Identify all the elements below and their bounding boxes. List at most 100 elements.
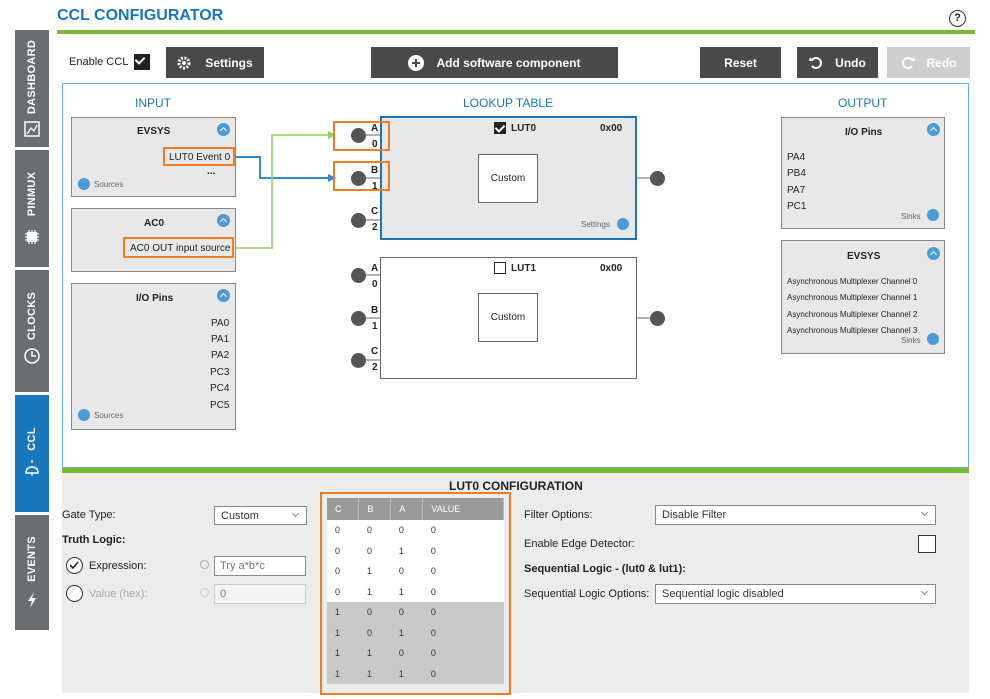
output-port[interactable]: [650, 171, 665, 186]
reset-button[interactable]: Reset: [700, 47, 781, 78]
channel-item[interactable]: Asynchronous Multiplexer Channel 2: [787, 310, 918, 319]
input-port-c[interactable]: [351, 213, 366, 228]
pin-item[interactable]: PC3: [210, 367, 230, 378]
sidebar-item-dashboard[interactable]: DASHBOARD: [15, 30, 49, 150]
collapse-icon[interactable]: [217, 123, 230, 136]
pin-item[interactable]: PA4: [787, 152, 806, 163]
expression-radio[interactable]: [66, 557, 83, 574]
help-icon[interactable]: ?: [949, 10, 966, 27]
info-icon[interactable]: [200, 588, 209, 597]
port-index: 1: [372, 321, 378, 332]
filter-options-select[interactable]: Disable Filter: [655, 505, 936, 525]
edge-detector-checkbox[interactable]: [918, 535, 936, 553]
port-index: 0: [372, 139, 378, 150]
collapse-icon[interactable]: [927, 247, 940, 260]
gear-icon[interactable]: [927, 333, 939, 345]
cell[interactable]: 0: [422, 622, 504, 643]
add-software-component-button[interactable]: Add software component: [371, 47, 618, 78]
ac0-title: AC0: [144, 218, 165, 229]
port-label: B: [371, 165, 379, 176]
pin-item[interactable]: PC5: [210, 400, 230, 411]
cell[interactable]: 0: [422, 602, 504, 623]
info-icon[interactable]: [200, 560, 209, 569]
sidebar-item-ccl[interactable]: CCL: [15, 395, 49, 515]
channel-item[interactable]: Asynchronous Multiplexer Channel 1: [787, 293, 918, 302]
channel-item[interactable]: Asynchronous Multiplexer Channel 0: [787, 277, 918, 286]
pin-item[interactable]: PA7: [787, 185, 806, 196]
gear-icon[interactable]: [78, 178, 90, 190]
settings-button[interactable]: Settings: [166, 47, 264, 78]
lut0-enable-checkbox[interactable]: [494, 122, 506, 134]
value-hex-radio[interactable]: [66, 585, 83, 602]
lut0-custom-gate[interactable]: Custom: [478, 154, 538, 203]
output-evsys-box[interactable]: [781, 240, 945, 354]
input-evsys-box[interactable]: [71, 117, 236, 197]
more-icon[interactable]: ...: [207, 166, 216, 177]
collapse-icon[interactable]: [217, 289, 230, 302]
input-io-pins-box[interactable]: [71, 283, 236, 430]
io-pins-title: I/O Pins: [845, 127, 883, 138]
evsys-source-item[interactable]: LUT0 Event 0: [169, 152, 231, 163]
output-io-pins-box[interactable]: [781, 117, 945, 229]
pin-item[interactable]: PA1: [211, 334, 230, 345]
sequential-logic-select[interactable]: Sequential logic disabled: [655, 584, 936, 604]
config-title: LUT0 CONFIGURATION: [449, 479, 583, 493]
gate-type-select[interactable]: Custom: [214, 506, 307, 525]
input-port-c[interactable]: [351, 353, 366, 368]
pin-item[interactable]: PB4: [787, 168, 806, 179]
enable-ccl-checkbox[interactable]: [134, 54, 150, 70]
cell[interactable]: 0: [422, 540, 504, 561]
highlight-box: [163, 147, 235, 166]
ac0-source-item[interactable]: AC0 OUT input source: [130, 243, 231, 254]
collapse-icon[interactable]: [217, 214, 230, 227]
check-icon: [69, 561, 79, 570]
sidebar-item-events[interactable]: EVENTS: [15, 515, 49, 633]
cell[interactable]: 0: [422, 581, 504, 602]
pin-item[interactable]: PA2: [211, 350, 230, 361]
input-port-b[interactable]: [351, 171, 366, 186]
lut1-enable-checkbox[interactable]: [494, 262, 506, 274]
pin-item[interactable]: PC1: [787, 201, 807, 212]
expression-input[interactable]: [214, 556, 306, 576]
edge-detector-label: Enable Edge Detector:: [524, 538, 635, 550]
settings-label: Settings: [205, 55, 253, 70]
undo-label: Undo: [835, 55, 866, 70]
input-port-a[interactable]: [351, 128, 366, 143]
gear-icon[interactable]: [78, 409, 90, 421]
sidebar-item-pinmux[interactable]: PINMUX: [15, 150, 49, 270]
cell[interactable]: 0: [422, 561, 504, 582]
cell[interactable]: 0: [422, 520, 504, 541]
input-port-a[interactable]: [351, 268, 366, 283]
redo-button[interactable]: Redo: [887, 47, 970, 78]
collapse-icon[interactable]: [927, 123, 940, 136]
highlight-box: [333, 161, 390, 191]
input-port-b[interactable]: [351, 311, 366, 326]
expression-label: Expression:: [89, 560, 147, 572]
undo-button[interactable]: Undo: [797, 47, 878, 78]
gear-icon[interactable]: [617, 218, 629, 230]
gear-icon[interactable]: [927, 209, 939, 221]
pin-item[interactable]: PA0: [211, 318, 230, 329]
sidebar-item-clocks[interactable]: CLOCKS: [15, 270, 49, 395]
value-hex-input[interactable]: [214, 584, 306, 604]
cell: 0: [358, 520, 391, 541]
plus-circle-icon: [408, 54, 425, 71]
cell[interactable]: 0: [422, 643, 504, 664]
lut1-value: 0x00: [600, 263, 623, 274]
lut1-custom-gate[interactable]: Custom: [478, 293, 538, 342]
input-ac0-box[interactable]: [71, 208, 236, 272]
cell[interactable]: 0: [422, 663, 504, 684]
cell: 0: [390, 643, 423, 664]
lut1-name: LUT1: [511, 263, 536, 274]
pin-item[interactable]: PC4: [210, 383, 230, 394]
channel-item[interactable]: Asynchronous Multiplexer Channel 3: [787, 326, 918, 335]
output-port[interactable]: [650, 311, 665, 326]
